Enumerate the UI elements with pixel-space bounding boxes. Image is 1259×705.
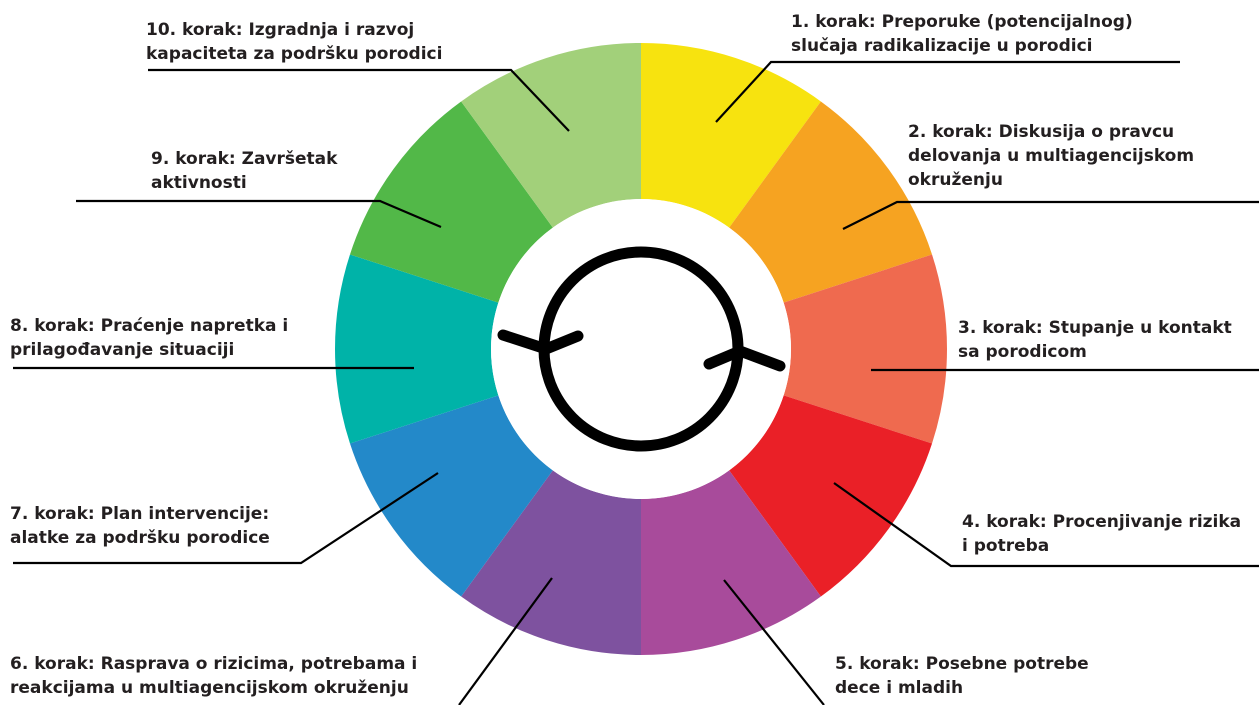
step-label-10-line-2: kapaciteta za podršku porodici: [146, 44, 442, 64]
step-label-5-line-2: dece i mladih: [835, 678, 963, 698]
wheel-segment-step-2: [729, 101, 933, 303]
wheel-segments: [335, 43, 948, 655]
leader-line-step-10: [148, 68, 570, 132]
step-label-3-line-1: 3. korak: Stupanje u kontakt: [958, 318, 1232, 338]
step-label-3: 3. korak: Stupanje u kontakt sa porodicom: [958, 318, 1232, 362]
step-label-7-line-1: 7. korak: Plan intervencije:: [10, 504, 269, 524]
leader-lines: [13, 60, 1259, 705]
leader-line-step-9: [76, 199, 442, 229]
leader-line-step-6: [458, 577, 553, 705]
leader-line-step-4: [833, 482, 1259, 568]
wheel-center-hole: [491, 199, 791, 499]
step-label-2-line-1: 2. korak: Diskusija o pravcu: [908, 122, 1174, 142]
wheel-segment-step-9: [349, 101, 553, 303]
step-label-2-line-2: delovanja u multiagencijskom: [908, 146, 1194, 166]
step-label-2-line-3: okruženju: [908, 170, 1003, 190]
step-label-10: 10. korak: Izgradnja i razvoj kapaciteta …: [146, 20, 442, 64]
step-label-5-line-1: 5. korak: Posebne potrebe: [835, 654, 1089, 674]
leader-line-step-5: [723, 579, 825, 705]
wheel-segment-step-7: [349, 395, 553, 597]
step-label-10-line-1: 10. korak: Izgradnja i razvoj: [146, 20, 414, 40]
wheel-segment-step-10: [461, 43, 641, 228]
wheel-segment-step-4: [729, 395, 933, 597]
leader-line-step-2: [842, 200, 1259, 230]
step-label-8: 8. korak: Praćenje napretka i prilagođava…: [10, 316, 288, 360]
wheel-segment-step-1: [641, 43, 821, 228]
wheel-segment-step-8: [335, 254, 499, 444]
step-label-4-line-2: i potreba: [962, 536, 1049, 556]
step-label-8-line-2: prilagođavanje situaciji: [10, 340, 234, 360]
wheel-segment-step-5: [641, 470, 821, 655]
step-label-4-line-1: 4. korak: Procenjivanje rizika: [962, 512, 1241, 532]
step-label-6: 6. korak: Rasprava o rizicima, potrebama…: [10, 654, 417, 698]
step-label-9-line-1: 9. korak: Završetak: [151, 149, 338, 169]
step-label-6-line-2: reakcijama u multiagencijskom okruženju: [10, 678, 409, 698]
step-label-5: 5. korak: Posebne potrebe dece i mladih: [835, 654, 1089, 698]
step-label-7: 7. korak: Plan intervencije: alatke za po…: [10, 504, 270, 548]
step-label-7-line-2: alatke za podršku porodice: [10, 528, 270, 548]
step-label-6-line-1: 6. korak: Rasprava o rizicima, potrebama…: [10, 654, 417, 674]
leader-line-step-1: [715, 60, 1180, 123]
step-label-8-line-1: 8. korak: Praćenje napretka i: [10, 316, 288, 336]
step-label-2: 2. korak: Diskusija o pravcu delovanja u …: [908, 122, 1194, 190]
cycle-arrows-icon: [497, 246, 786, 452]
step-label-3-line-2: sa porodicom: [958, 342, 1087, 362]
step-label-1: 1. korak: Preporuke (potencijalnog) sluča…: [791, 12, 1133, 56]
step-label-9-line-2: aktivnosti: [151, 173, 247, 193]
leader-line-step-7: [13, 472, 439, 565]
step-labels: 1. korak: Preporuke (potencijalnog) sluča…: [10, 12, 1241, 698]
wheel-segment-step-3: [783, 254, 948, 444]
step-label-4: 4. korak: Procenjivanje rizika i potreba: [962, 512, 1241, 556]
wheel-segment-step-6: [461, 470, 641, 655]
step-label-1-line-1: 1. korak: Preporuke (potencijalnog): [791, 12, 1133, 32]
step-label-1-line-2: slučaja radikalizacije u porodici: [791, 36, 1092, 56]
step-label-9: 9. korak: Završetak aktivnosti: [151, 149, 338, 193]
